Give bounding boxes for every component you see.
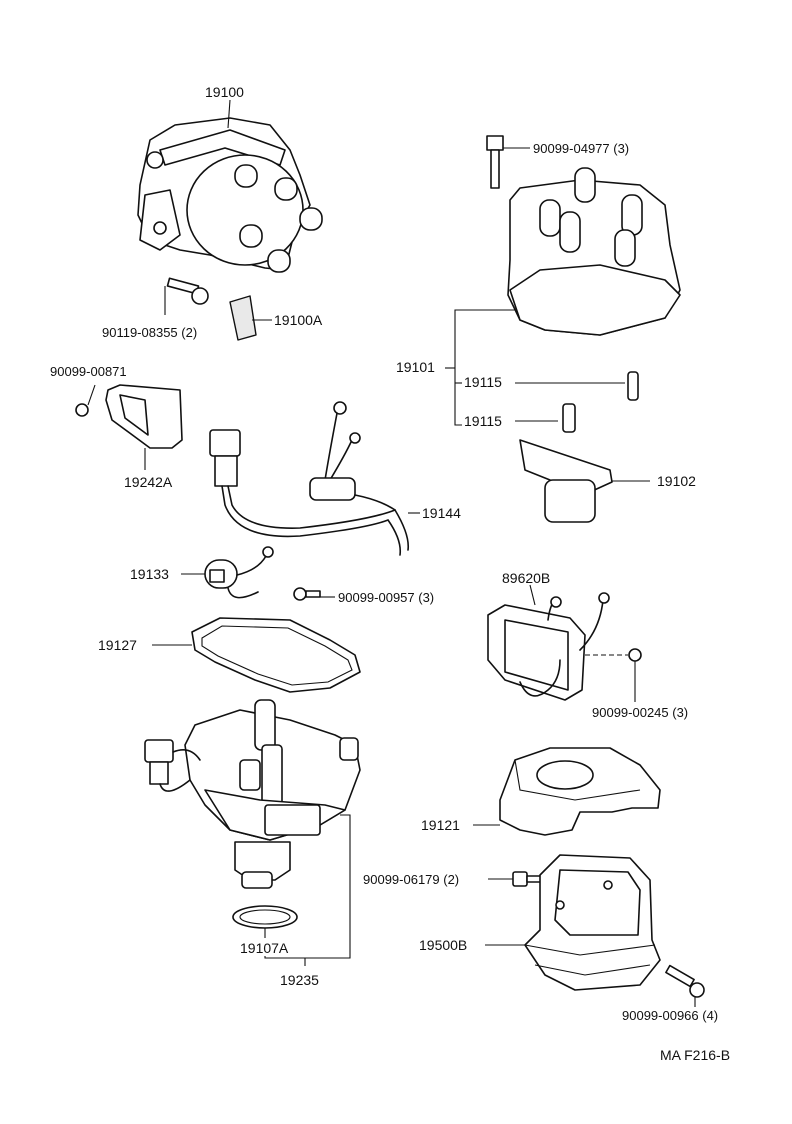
gasket-19127 (191, 617, 361, 693)
label-19102: 19102 (657, 473, 696, 489)
label-90099-00871: 90099-00871 (50, 364, 127, 379)
condenser-19133 (204, 546, 274, 599)
ignition-coil-19500B (524, 854, 661, 991)
distributor-cap-19101 (507, 167, 681, 336)
label-19127: 19127 (98, 637, 137, 653)
o-ring-19107A (232, 905, 298, 929)
label-90099-00966: 90099-00966 (4) (622, 1008, 718, 1023)
label-plate-19100A (229, 295, 257, 341)
label-19235: 19235 (280, 972, 319, 988)
cover-19242A (105, 384, 183, 449)
label-19100: 19100 (205, 84, 244, 100)
rotor-19102 (519, 439, 613, 523)
label-90119-08355: 90119-08355 (2) (102, 325, 197, 340)
label-19101: 19101 (396, 359, 435, 375)
label-89620B: 89620B (502, 570, 550, 586)
igniter-89620B (487, 592, 610, 701)
distributor-assembly-19100 (137, 117, 323, 273)
carbon-spring-19115-b (562, 403, 576, 433)
screw-90099-00957 (293, 587, 307, 601)
bolt-90119-08355 (166, 277, 209, 305)
carbon-spring-19115-a (627, 371, 639, 401)
screw-90099-00871 (75, 403, 89, 417)
cover-19121 (499, 747, 661, 836)
label-90099-04977: 90099-04977 (3) (533, 141, 629, 156)
label-19115-a: 19115 (464, 374, 502, 390)
label-19242A: 19242A (124, 474, 173, 490)
label-19100A: 19100A (274, 312, 323, 328)
bolt-90099-04977 (486, 135, 504, 189)
label-19500B: 19500B (419, 937, 467, 953)
label-19121: 19121 (421, 817, 460, 833)
washer-90099-00245 (628, 648, 642, 662)
label-90099-00245: 90099-00245 (3) (592, 705, 688, 720)
label-19115-b: 19115 (464, 413, 502, 429)
label-90099-06179: 90099-06179 (2) (363, 872, 459, 887)
figure-code: MA F216-B (660, 1047, 730, 1063)
label-19133: 19133 (130, 566, 169, 582)
bolt-90099-00966 (665, 964, 705, 998)
distributor-housing-19235 (144, 699, 361, 889)
label-19144: 19144 (422, 505, 461, 521)
label-19107A: 19107A (240, 940, 289, 956)
label-90099-00957: 90099-00957 (3) (338, 590, 434, 605)
wire-harness-19144 (209, 401, 410, 556)
